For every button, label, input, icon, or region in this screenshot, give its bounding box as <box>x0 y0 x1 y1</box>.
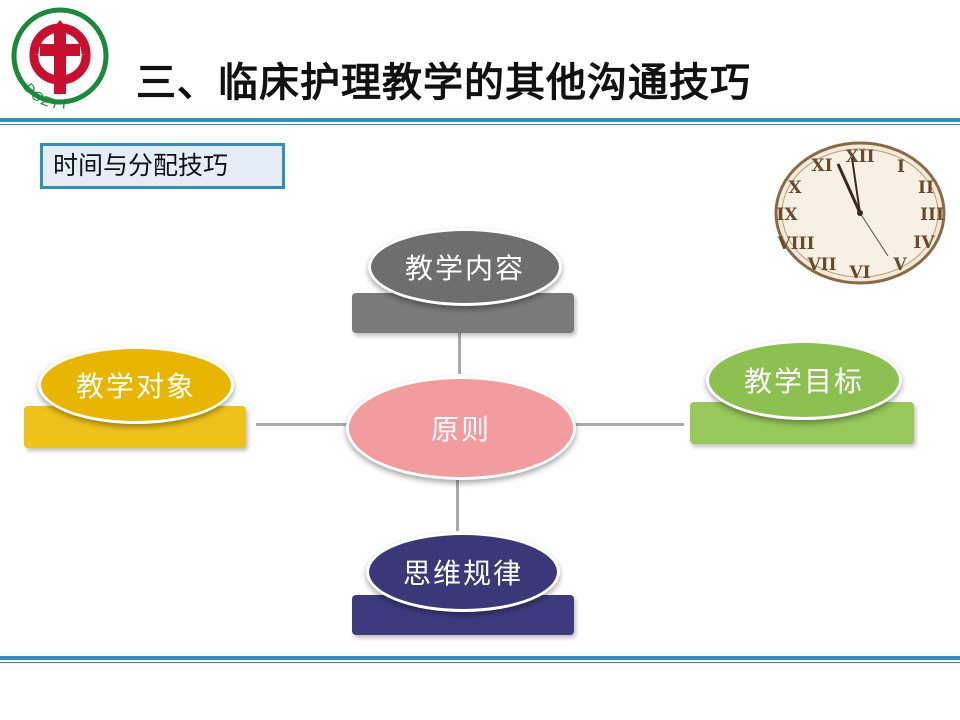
footer-divider <box>0 656 960 660</box>
page-title: 三、临床护理教学的其他沟通技巧 <box>136 60 751 106</box>
connector-left <box>256 423 350 426</box>
header-divider <box>0 118 960 122</box>
svg-text:VII: VII <box>806 255 836 275</box>
svg-text:IX: IX <box>776 205 798 225</box>
svg-text:VIII: VIII <box>776 234 814 254</box>
node-thinking-law: 思维规律 <box>366 532 560 612</box>
svg-text:I: I <box>897 157 905 177</box>
footer-divider-thin <box>0 662 960 663</box>
connector-top <box>458 318 461 374</box>
hospital-cross-logo-icon: DGZYY <box>11 7 109 113</box>
connector-right <box>572 423 684 426</box>
svg-text:II: II <box>918 178 934 198</box>
svg-text:IV: IV <box>913 233 935 253</box>
node-teaching-goal: 教学目标 <box>706 340 902 420</box>
hospital-logo: DGZYY <box>4 4 116 116</box>
roman-numeral-clock-icon: XII I II III IV V VI VII VIII IX X XI <box>774 141 946 285</box>
section-subtitle: 时间与分配技巧 <box>40 143 285 189</box>
connector-bottom <box>456 475 459 531</box>
svg-text:XII: XII <box>845 147 874 167</box>
node-principle: 原则 <box>346 376 576 480</box>
clock-illustration: XII I II III IV V VI VII VIII IX X XI <box>770 138 950 288</box>
svg-text:III: III <box>920 205 944 225</box>
svg-text:X: X <box>788 178 802 198</box>
node-teaching-object: 教学对象 <box>38 346 234 424</box>
node-teaching-content: 教学内容 <box>368 228 562 306</box>
header-divider-thin <box>0 124 960 125</box>
svg-text:V: V <box>892 255 907 275</box>
svg-text:XI: XI <box>811 156 832 176</box>
svg-text:VI: VI <box>848 263 870 283</box>
